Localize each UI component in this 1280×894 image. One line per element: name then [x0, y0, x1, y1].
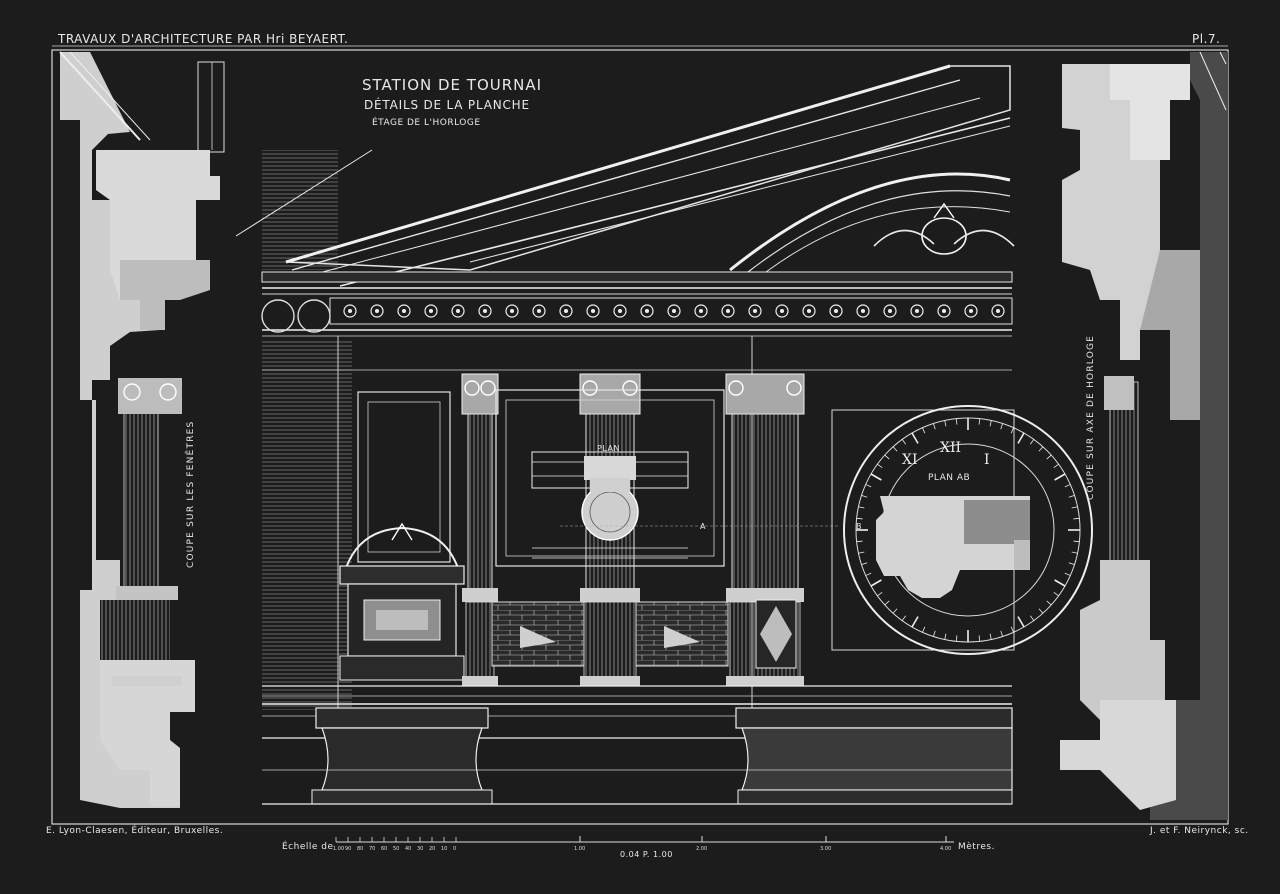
rosette-icon: [910, 304, 924, 318]
rosette-icon: [343, 304, 357, 318]
rosette-icon: [883, 304, 897, 318]
rosette-icon: [667, 304, 681, 318]
scale-unit: Mètres.: [958, 842, 995, 852]
plan-ab-label: PLAN AB: [928, 473, 971, 483]
left-pedestal: [339, 522, 465, 681]
section-mark-a: A: [700, 522, 706, 531]
scale-tick-label: 10: [441, 846, 448, 852]
scale-tick-label: 20: [429, 846, 436, 852]
rosette-icon: [991, 304, 1005, 318]
rosette-icon: [478, 304, 492, 318]
plate-border: [51, 45, 1229, 825]
scale-tick-label: 60: [381, 846, 388, 852]
scale-tick-label: 1.00: [333, 846, 345, 852]
scale-tick-label: 50: [393, 846, 400, 852]
left-section-label: COUPE SUR LES FENÊTRES: [186, 420, 196, 568]
clock-numeral: I: [984, 452, 990, 468]
rosette-icon: [370, 304, 384, 318]
rosette-icon: [748, 304, 762, 318]
scale-tick-label: 40: [405, 846, 412, 852]
rosette-icon: [640, 304, 654, 318]
right-section-label: COUPE SUR AXE DE HORLOGE: [1086, 334, 1096, 500]
rosette-icon: [721, 304, 735, 318]
clock-numeral: XII: [940, 440, 962, 456]
right-section-profile: [1060, 51, 1228, 820]
rosette-icon: [559, 304, 573, 318]
drawing-subsubtitle: ÉTAGE DE L'HORLOGE: [372, 118, 481, 128]
rosette-icon: [964, 304, 978, 318]
publisher-credit: E. Lyon-Claesen, Éditeur, Bruxelles.: [46, 826, 224, 836]
scale-tick-label: 80: [357, 846, 364, 852]
scale-tick-label: 3.00: [820, 846, 832, 852]
rosette-icon: [937, 304, 951, 318]
column: [461, 373, 499, 686]
section-mark-b: B: [856, 522, 862, 531]
scale-tick-label: 0: [453, 846, 457, 852]
scale-tick-label: 30: [417, 846, 424, 852]
central-elevation: [235, 64, 1093, 805]
scale-tick-label: 1.00: [574, 846, 586, 852]
scale-bar: [335, 836, 954, 843]
rosette-icon: [775, 304, 789, 318]
drawing-subtitle: DÉTAILS DE LA PLANCHE: [364, 98, 530, 112]
rosette-icon: [613, 304, 627, 318]
clock-face: [831, 405, 1093, 655]
plate-number: Pl.7.: [1192, 32, 1221, 46]
header-title: TRAVAUX D'ARCHITECTURE PAR Hri BEYAERT.: [58, 32, 349, 46]
engraver-credit: J. et F. Neirynck, sc.: [1150, 826, 1249, 836]
rosette-icon: [532, 304, 546, 318]
plan-label: PLAN: [597, 444, 620, 453]
rosette-icon: [505, 304, 519, 318]
scale-tick-label: 2.00: [696, 846, 708, 852]
pediment-ornament: [873, 202, 1015, 255]
scale-prefix: Échelle de: [282, 842, 334, 852]
drawing-title: STATION DE TOURNAI: [362, 76, 543, 94]
rosette-icon: [397, 304, 411, 318]
rosette-icon: [424, 304, 438, 318]
rosette-icon: [451, 304, 465, 318]
left-section-profile: [59, 51, 225, 808]
rosette-icon: [802, 304, 816, 318]
rosette-icon: [694, 304, 708, 318]
rosette-icon: [829, 304, 843, 318]
scale-ratio: 0.04 P. 1.00: [620, 850, 673, 859]
frieze-rosettes: [343, 304, 1005, 318]
scale-tick-label: 70: [369, 846, 376, 852]
rosette-icon: [586, 304, 600, 318]
scale-tick-label: 90: [345, 846, 352, 852]
rosette-icon: [856, 304, 870, 318]
clock-numeral: XI: [902, 452, 918, 468]
scale-tick-label: 4.00: [940, 846, 952, 852]
